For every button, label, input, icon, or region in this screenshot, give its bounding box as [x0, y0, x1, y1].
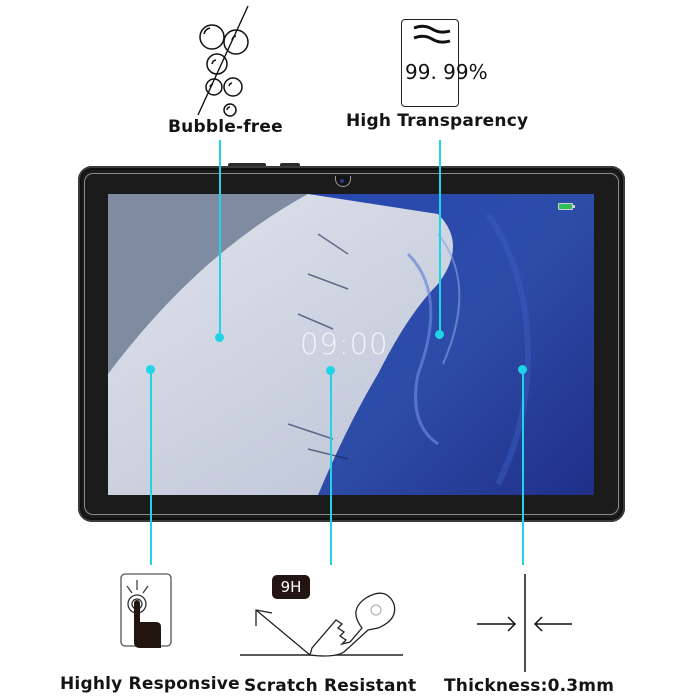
- glass-edge: [84, 173, 619, 515]
- hardness-badge: 9H: [272, 575, 310, 599]
- hardness-badge-text: 9H: [280, 578, 302, 596]
- camera-lens: [340, 179, 344, 183]
- key-scratch-icon: [240, 592, 403, 657]
- pointer-scratch-resistant: [330, 371, 332, 565]
- wallpaper: [108, 194, 594, 495]
- volume-button: [228, 163, 266, 167]
- power-button: [280, 163, 300, 167]
- tablet-screen: [108, 194, 594, 495]
- battery-tip: [573, 205, 575, 208]
- pointer-thickness: [522, 370, 524, 565]
- pointer-highly-responsive: [150, 370, 152, 565]
- highly-responsive-label: Highly Responsive: [60, 674, 240, 694]
- approx-equal-icon: [413, 24, 451, 44]
- pointer-dot-high-transparency: [435, 330, 444, 339]
- pointer-dot-thickness: [518, 365, 527, 374]
- scratch-resistant-label: Scratch Resistant: [244, 676, 417, 696]
- transparency-value: 99. 99%: [405, 60, 488, 84]
- transparency-card-icon: [401, 19, 459, 107]
- battery-icon: [558, 203, 573, 210]
- pointer-dot-scratch-resistant: [326, 366, 335, 375]
- pointer-dot-highly-responsive: [146, 365, 155, 374]
- pointer-bubble-free: [219, 140, 221, 337]
- high-transparency-label: High Transparency: [346, 111, 529, 131]
- pointer-dot-bubble-free: [215, 333, 224, 342]
- thickness-arrows-icon: [477, 574, 572, 672]
- bubble-free-label: Bubble-free: [168, 117, 283, 137]
- touch-finger-icon: [120, 573, 172, 648]
- pointer-high-transparency: [439, 140, 441, 333]
- lock-screen-clock: 09:00: [300, 327, 389, 361]
- thickness-label: Thickness:0.3mm: [444, 676, 615, 696]
- bubbles-icon: [197, 5, 249, 117]
